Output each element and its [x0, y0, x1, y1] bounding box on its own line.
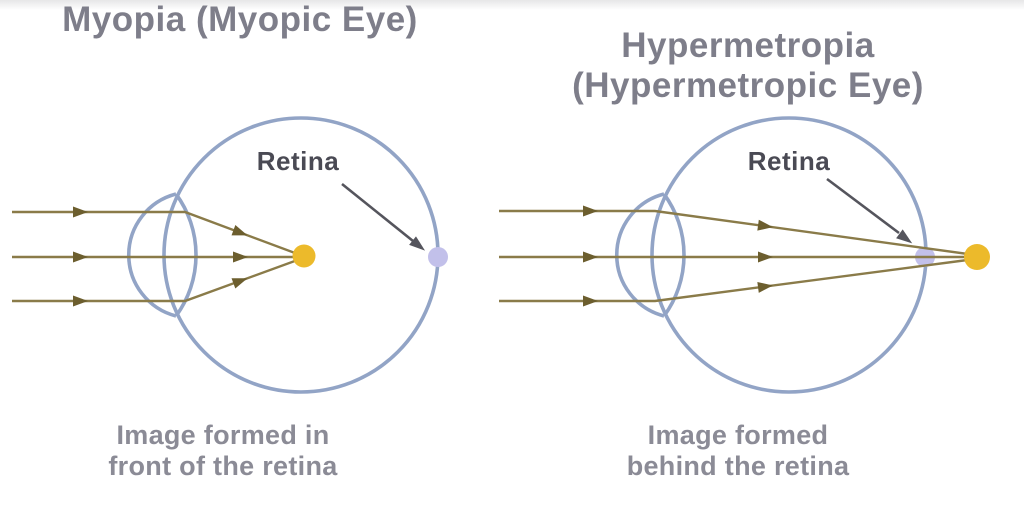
- ray-arrowhead-icon: [73, 295, 88, 307]
- myopic-retina-pointer-line: [341, 182, 414, 243]
- ray-arrowhead-icon: [231, 278, 248, 289]
- hypermetropia-caption-line2: behind the retina: [626, 451, 850, 481]
- hypermetropia-retina-label: Retina: [747, 146, 831, 176]
- hypermetropic-focal-point-dot: [964, 244, 990, 270]
- myopia-caption-line1: Image formed in: [116, 420, 330, 450]
- hypermetropia-caption-line1: Image formed: [647, 420, 829, 450]
- ray-arrowhead-icon: [583, 205, 598, 217]
- top-shadow-band: [0, 0, 1024, 10]
- hypermetropia-title-line1: Hypermetropia: [621, 26, 875, 65]
- pointer-arrowhead-icon: [409, 236, 426, 251]
- myopic-retina-dot: [428, 247, 448, 267]
- hypermetropia-title-line2: (Hypermetropic Eye): [572, 66, 924, 105]
- myopic-focal-point-dot: [292, 244, 316, 268]
- ray-arrowhead-icon: [757, 281, 773, 293]
- ray-arrowhead-icon: [583, 251, 598, 263]
- myopic-light-ray-top: [12, 210, 304, 258]
- myopic-eye-diagram: [12, 116, 448, 394]
- ray-arrowhead-icon: [73, 251, 88, 263]
- ray-arrowhead-icon: [73, 206, 88, 218]
- myopia-caption-line2: front of the retina: [108, 451, 338, 481]
- hypermetropic-lens-arc: [662, 192, 686, 318]
- hypermetropic-eye-diagram: [499, 116, 990, 394]
- myopia-caption: Image formed in front of the retina: [33, 420, 413, 482]
- myopia-title: Myopia (Myopic Eye): [62, 0, 418, 39]
- myopic-light-ray-bottom: [12, 256, 304, 303]
- hypermetropia-caption: Image formed behind the retina: [548, 420, 928, 482]
- ray-arrowhead-icon: [583, 295, 598, 307]
- ray-arrowhead-icon: [757, 219, 773, 231]
- ray-arrowhead-icon: [231, 225, 248, 236]
- hypermetropia-title: Hypermetropia (Hypermetropic Eye): [508, 26, 988, 106]
- pointer-arrowhead-icon: [896, 229, 913, 244]
- hypermetropic-retina-pointer-line: [826, 177, 900, 235]
- ray-arrowhead-icon: [233, 251, 248, 263]
- hypermetropic-cornea-arc: [614, 192, 665, 318]
- myopia-retina-label: Retina: [256, 146, 340, 176]
- myopic-cornea-arc: [126, 192, 177, 318]
- hypermetropic-light-ray-top: [499, 209, 976, 257]
- hypermetropic-light-ray-bottom: [499, 257, 976, 303]
- ray-arrowhead-icon: [758, 251, 773, 263]
